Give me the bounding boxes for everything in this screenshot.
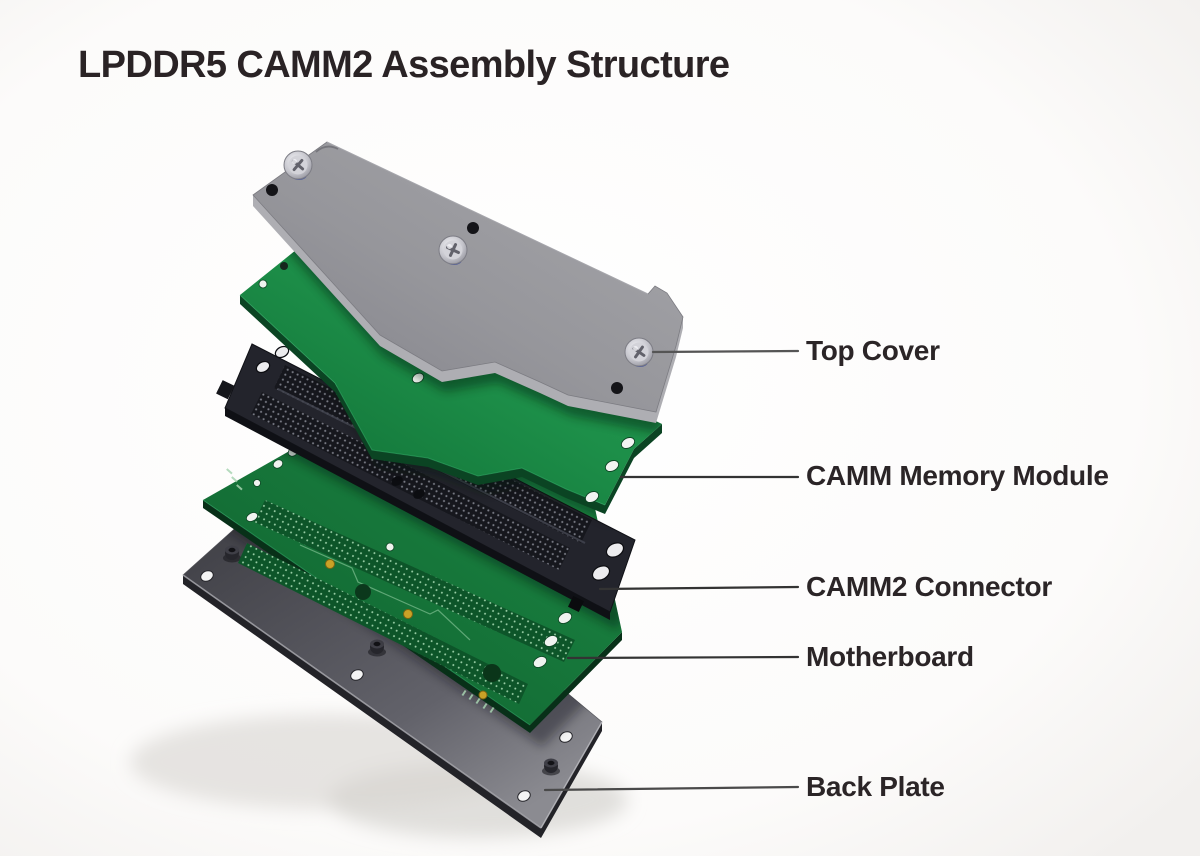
cover-edge-highlight: [326, 141, 649, 295]
silkscreen-markings: [226, 468, 495, 714]
connector-latch-tab: [216, 380, 235, 400]
motherboard-pad-array-2: [238, 543, 528, 704]
leader-line-top-cover: [651, 349, 800, 354]
part-label-camm-memory-module: CAMM Memory Module: [806, 460, 1109, 491]
circuit-trace: [299, 544, 471, 641]
leader-line-camm2-connector: [598, 585, 800, 591]
part-label-motherboard: Motherboard: [806, 641, 974, 672]
part-label-top-cover: Top Cover: [806, 335, 940, 366]
back-plate-edge-highlight: [182, 574, 542, 829]
cover-side-edge: [253, 195, 683, 423]
connector-side-edge: [225, 408, 610, 620]
back-plate-holes: [200, 570, 573, 802]
module-side-edge: [240, 295, 662, 514]
connector-holes: [255, 345, 625, 581]
motherboard-pad-array-1: [254, 500, 575, 662]
screw-icon: [438, 235, 468, 265]
connector-key-block: [567, 595, 585, 613]
back-plate-edge-highlight2: [540, 721, 603, 829]
part-label-camm2-connector: CAMM2 Connector: [806, 571, 1052, 602]
cover-engraving-mark: [315, 145, 339, 153]
screw-icon: [624, 337, 654, 367]
page-title: LPDDR5 CAMM2 Assembly Structure: [78, 44, 730, 86]
part-label-back-plate: Back Plate: [806, 771, 945, 802]
leader-line-motherboard: [566, 655, 800, 660]
top-cover-layer: [252, 141, 684, 423]
screw-icon: [283, 150, 313, 180]
connector-pin-array-2: [251, 392, 570, 570]
motherboard-pads: [325, 542, 501, 700]
cover-face: [252, 141, 684, 413]
module-holes: [258, 262, 636, 503]
leader-lines: [543, 349, 800, 792]
standoff-post: [223, 545, 241, 563]
standoff-post: [542, 758, 560, 776]
standoff-post: [368, 639, 386, 657]
motherboard-holes: [245, 447, 573, 668]
leader-line-back-plate: [543, 785, 800, 792]
cover-screw-holes: [266, 184, 623, 394]
module-edge-highlight: [239, 294, 606, 506]
